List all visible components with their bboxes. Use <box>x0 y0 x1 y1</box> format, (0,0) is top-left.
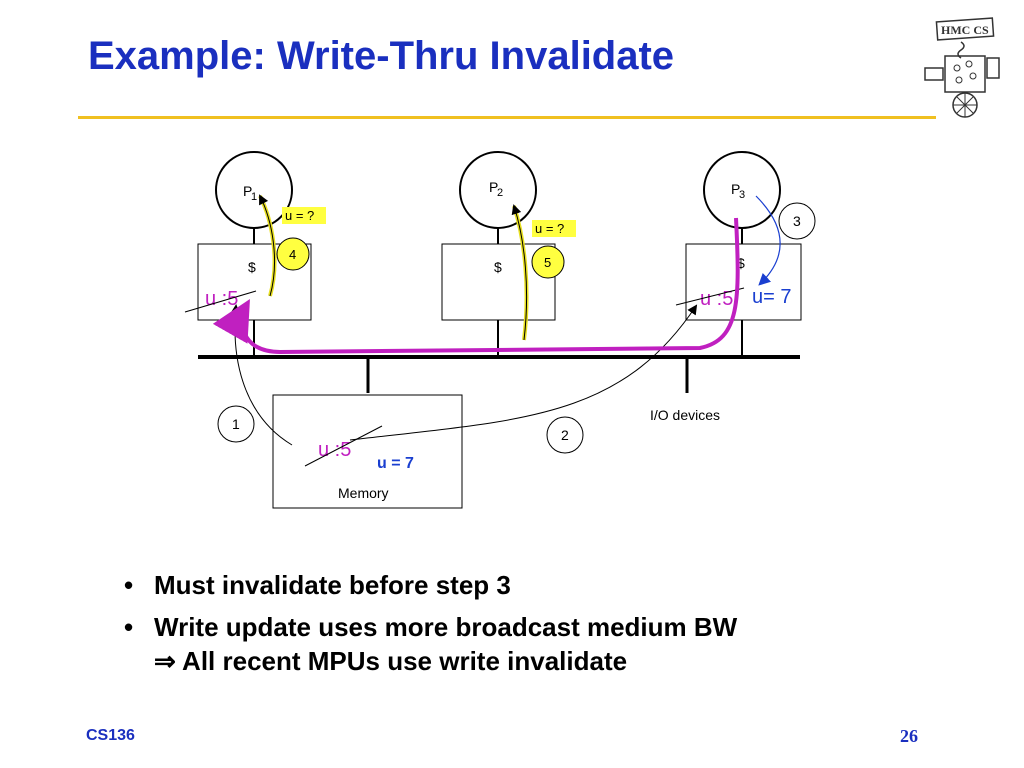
step-2-circle <box>546 416 584 454</box>
invalidate-strike <box>675 287 745 306</box>
step-4-label: 4 <box>289 247 296 262</box>
bullet-dot: • <box>124 570 134 600</box>
p2-tag: u = ? <box>535 221 564 236</box>
memory-new-value: u = 7 <box>377 455 414 472</box>
processor-circle <box>703 151 781 229</box>
step-2-label: 2 <box>561 427 569 443</box>
memory-box <box>272 394 463 509</box>
cache-box <box>685 243 802 321</box>
processor-sub: 1 <box>251 191 257 203</box>
step-5-circle <box>531 245 565 279</box>
cache-symbol: $ <box>494 259 502 275</box>
io-devices-label: I/O devices <box>650 407 720 423</box>
p1-tag: u = ? <box>285 208 314 223</box>
bullet-item: • Write update uses more broadcast mediu… <box>120 610 737 678</box>
cache-symbol: $ <box>248 259 256 275</box>
processor-3: P 3 $ u :5 u= 7 <box>675 151 802 357</box>
svg-text:HMC CS: HMC CS <box>941 23 989 37</box>
p1-tag-box <box>282 207 326 224</box>
cache-value: u :5 <box>205 288 238 310</box>
memory-label: Memory <box>338 485 389 501</box>
bullet-list: • Must invalidate before step 3 • Write … <box>120 568 737 686</box>
cache-symbol: $ <box>737 255 745 271</box>
step-1-circle <box>217 405 255 443</box>
step-3-label: 3 <box>793 213 801 229</box>
processor-circle <box>215 151 293 229</box>
step-3-arrow <box>755 195 781 286</box>
processor-label: P <box>489 179 498 195</box>
processor-label: P <box>731 181 740 197</box>
step-3-circle <box>778 202 816 240</box>
step-5-label: 5 <box>544 255 551 270</box>
memory-strike <box>304 425 383 467</box>
course-label: CS136 <box>86 727 135 744</box>
memory-module: u :5 u = 7 Memory <box>272 394 463 509</box>
page-number: 26 <box>900 726 918 746</box>
slide-title: Example: Write-Thru Invalidate <box>88 34 675 78</box>
step-2-arrow <box>349 304 698 441</box>
bullet-text: Must invalidate before step 3 <box>154 570 511 600</box>
processor-sub: 2 <box>497 187 503 199</box>
bullet-item: • Must invalidate before step 3 <box>120 568 737 602</box>
processor-sub: 3 <box>739 189 745 201</box>
step-4-circle <box>276 237 310 271</box>
title-underline <box>78 116 936 119</box>
cache-value: u :5 <box>700 288 733 310</box>
invalidate-broadcast <box>212 217 740 355</box>
cache-new-value: u= 7 <box>752 286 791 308</box>
hmc-cs-logo: HMC CS <box>924 17 1000 118</box>
p2-tag-box <box>532 220 576 237</box>
processor-label: P <box>243 183 252 199</box>
memory-old-value: u :5 <box>318 439 351 461</box>
step-1-label: 1 <box>232 416 240 432</box>
bullet-text: Write update uses more broadcast medium … <box>154 612 738 642</box>
bullet-subtext: ⇒ All recent MPUs use write invalidate <box>154 646 628 676</box>
coherence-diagram: P 1 $ u :5 P 2 $ P 3 $ u :5 u= 7 u :5 u … <box>184 151 816 509</box>
bullet-dot: • <box>124 612 134 642</box>
